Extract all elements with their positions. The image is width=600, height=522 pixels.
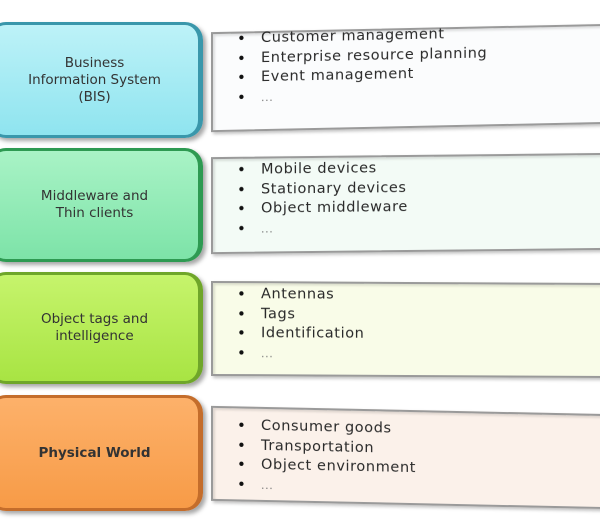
label-box-physical-world: Physical World — [0, 395, 203, 511]
detail-panel-middleware: Mobile devices Stationary devices Object… — [211, 152, 600, 255]
list-item: Antennas — [237, 285, 600, 306]
label-box-object-tags: Object tags and intelligence — [0, 272, 203, 384]
detail-list-physical-world: Consumer goods Transportation Object env… — [237, 416, 600, 502]
list-item: Identification — [237, 324, 600, 345]
label-box-middleware: Middleware and Thin clients — [0, 148, 203, 262]
detail-list-bis: Customer management Enterprise resource … — [237, 22, 600, 108]
detail-panel-object-tags: Antennas Tags Identification ... — [211, 280, 600, 379]
detail-list-object-tags: Antennas Tags Identification ... — [237, 285, 600, 365]
detail-panel-physical-world: Consumer goods Transportation Object env… — [211, 405, 600, 510]
layer-label: Physical World — [38, 444, 151, 461]
layer-label: Object tags and intelligence — [40, 311, 149, 344]
list-item: Tags — [237, 305, 600, 326]
layer-label: Business Information System (BIS) — [28, 54, 161, 105]
detail-list-middleware: Mobile devices Stationary devices Object… — [237, 157, 600, 239]
layer-label: Middleware and Thin clients — [40, 188, 149, 221]
list-item: ... — [237, 215, 600, 238]
list-item: ... — [237, 344, 600, 365]
label-box-bis: Business Information System (BIS) — [0, 22, 203, 138]
detail-panel-bis: Customer management Enterprise resource … — [211, 22, 600, 133]
